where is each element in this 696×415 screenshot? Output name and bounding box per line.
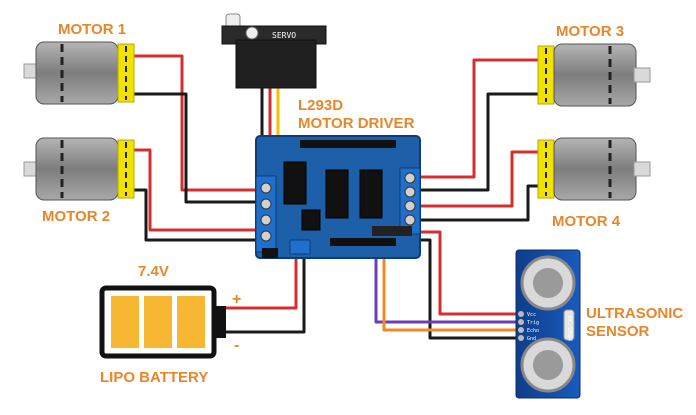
sensor-label-line2: SENSOR — [586, 323, 650, 340]
battery-black-wire — [226, 258, 306, 334]
motor3-label: MOTOR 3 — [556, 23, 624, 40]
ultrasonic-sensor: HC-SR04 Vcc Trig Echo Gnd — [515, 249, 581, 399]
motor-1 — [23, 41, 135, 105]
motor-3 — [537, 43, 651, 107]
sensor-echo-wire — [382, 240, 516, 332]
motor1-label: MOTOR 1 — [58, 21, 126, 38]
lipo-battery — [99, 285, 226, 359]
driver-label-line2: MOTOR DRIVER — [298, 115, 415, 132]
sensor-pin-gnd: Gnd — [527, 336, 536, 342]
sensor-model-label: HC-SR04 — [566, 316, 573, 342]
motor2-label: MOTOR 2 — [42, 208, 110, 225]
motor-driver-board — [255, 135, 421, 259]
servo: SERVO — [221, 13, 327, 89]
motor4-label: MOTOR 4 — [552, 213, 621, 230]
battery-name-label: LIPO BATTERY — [100, 369, 208, 386]
driver-label-line1: L293D — [298, 97, 343, 114]
sensor-pin-trig: Trig — [527, 320, 539, 326]
sensor-trig-wire — [374, 240, 516, 324]
sensor-pin-vcc: Vcc — [527, 312, 536, 318]
motor1-red-wire — [132, 54, 262, 192]
motor-2 — [23, 137, 135, 201]
battery-cell-1 — [111, 296, 139, 348]
battery-minus-label: - — [234, 337, 239, 354]
motor2-red-wire — [132, 148, 262, 232]
battery-cell-2 — [144, 296, 172, 348]
servo-label: SERVO — [272, 31, 296, 40]
battery-red-wire — [226, 258, 298, 310]
motor2-black-wire — [132, 188, 262, 242]
battery-cell-3 — [177, 296, 205, 348]
battery-voltage-label: 7.4V — [138, 263, 169, 280]
motor3-red-wire — [420, 58, 540, 179]
motor1-black-wire — [132, 92, 262, 204]
battery-plus-label: + — [232, 291, 241, 308]
sensor-pin-echo: Echo — [527, 328, 539, 334]
sensor-vcc-wire — [418, 230, 516, 316]
motor4-black-wire — [420, 184, 540, 222]
sensor-label-line1: ULTRASONIC — [586, 305, 683, 322]
motor3-black-wire — [420, 92, 540, 192]
wires — [132, 54, 540, 340]
motor-4 — [537, 137, 651, 201]
motor4-red-wire — [420, 150, 540, 208]
labels: MOTOR 1 MOTOR 2 MOTOR 3 MOTOR 4 L293D MO… — [42, 21, 683, 386]
